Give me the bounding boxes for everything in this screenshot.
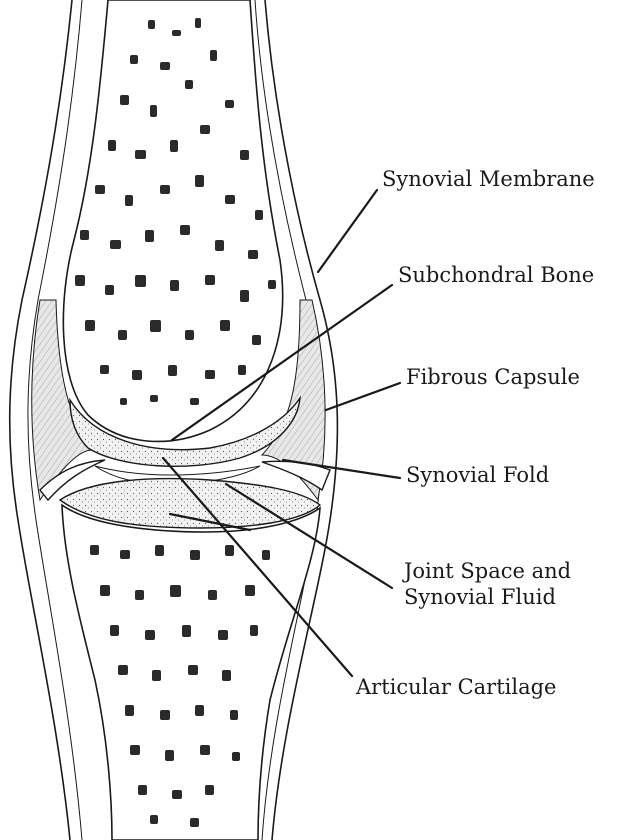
- label-articular-cartilage: Articular Cartilage: [356, 674, 556, 700]
- label-subchondral-bone: Subchondral Bone: [398, 262, 594, 288]
- label-synovial-membrane: Synovial Membrane: [382, 166, 595, 192]
- leader-synovial-membrane: [318, 190, 377, 272]
- label-joint-space-and-synovial-fluid: Joint Space and Synovial Fluid: [404, 558, 571, 610]
- label-joint-space-line1: Joint Space and: [404, 558, 571, 584]
- label-synovial-fold: Synovial Fold: [406, 462, 549, 488]
- lower-bone: [62, 505, 320, 840]
- label-joint-space-line2: Synovial Fluid: [404, 584, 571, 610]
- upper-bone: [63, 0, 282, 441]
- label-fibrous-capsule: Fibrous Capsule: [406, 364, 580, 390]
